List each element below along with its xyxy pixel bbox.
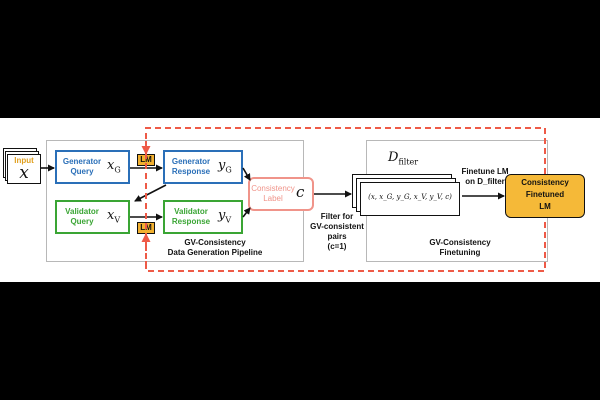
- finetuned-lm-line-3: LM: [539, 202, 551, 211]
- consistency-label-box: [248, 177, 314, 211]
- finetune-text-line-2: on D_filter: [465, 177, 505, 186]
- validator-response-symbol: yV: [218, 208, 232, 225]
- generator-query-symbol: xG: [107, 158, 121, 175]
- dataset-name: Dfilter: [388, 150, 419, 167]
- generator-response-symbol: yG: [218, 158, 232, 175]
- filter-text-line-1: Filter for: [320, 212, 354, 221]
- arrow-generator-response-to-validator-query: [134, 184, 167, 202]
- finetune-text-line-1: Finetune LM: [461, 167, 509, 176]
- finetuning-caption-line-2: Finetuning: [439, 248, 481, 257]
- finetuning-caption-line-1: GV-Consistency: [429, 238, 491, 247]
- generator-response-label-2: Response: [171, 167, 211, 176]
- generator-query-label-1: Generator: [62, 157, 102, 166]
- lm-badge-generator-label: LM: [140, 155, 152, 164]
- finetuned-lm-line-1: Consistency: [521, 178, 569, 187]
- consistency-label-line-2: Label: [263, 194, 283, 203]
- validator-query-label-1: Validator: [65, 207, 99, 216]
- filter-text-line-4: (c=1): [327, 242, 347, 251]
- validator-response-label-2: Response: [171, 217, 211, 226]
- input-card: [7, 154, 41, 184]
- finetuned-lm-box: [505, 174, 585, 218]
- feedback-loop-path: [145, 127, 546, 272]
- consistency-label-symbol: c: [296, 183, 305, 201]
- dataset-tuple: (x, x_G, y_G, x_V, y_V, c): [368, 193, 452, 201]
- dataset-stack-front: [360, 182, 460, 216]
- generator-query-box: [55, 150, 130, 184]
- input-word: Input: [14, 156, 34, 165]
- generator-response-box: [163, 150, 243, 184]
- validator-query-label-2: Query: [70, 217, 94, 226]
- finetuned-lm-line-2: Finetuned: [525, 190, 565, 199]
- arrow-generator-response-to-consistency: [242, 167, 251, 181]
- validator-response-box: [163, 200, 243, 234]
- pipeline-caption-line-2: Data Generation Pipeline: [167, 248, 263, 257]
- consistency-label-line-1: Consistency: [251, 184, 295, 193]
- filter-text-line-2: GV-consistent: [310, 222, 364, 231]
- arrow-validator-response-to-consistency: [242, 207, 251, 218]
- validator-query-box: [55, 200, 130, 234]
- pipeline-caption-line-1: GV-Consistency: [184, 238, 246, 247]
- filter-text-line-3: pairs: [327, 232, 347, 241]
- generator-query-label-2: Query: [70, 167, 94, 176]
- input-symbol: x: [19, 163, 29, 183]
- validator-response-label-1: Validator: [174, 207, 208, 216]
- validator-query-symbol: xV: [107, 208, 121, 225]
- generator-response-label-1: Generator: [171, 157, 211, 166]
